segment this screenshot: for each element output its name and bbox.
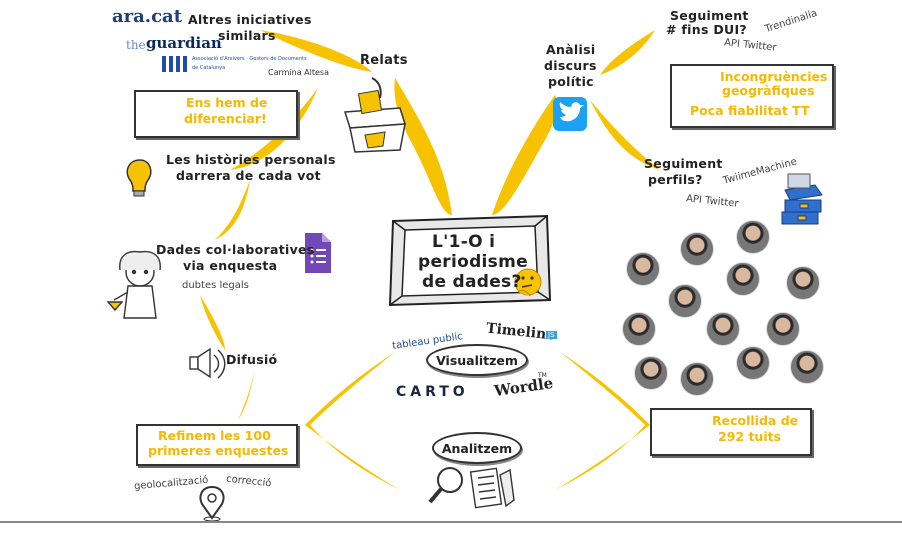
visualitzem-label: Visualitzem xyxy=(436,352,518,368)
analisi-line2: discurs xyxy=(544,58,597,73)
seguiment-dui-line2: # fins DUI? xyxy=(666,22,747,37)
incongruencies-line3: Poca fiabilitat TT xyxy=(690,103,810,118)
recollida-box xyxy=(650,408,812,456)
center-box xyxy=(388,214,552,307)
diferenciar-box xyxy=(134,90,298,138)
twitter-icon[interactable] xyxy=(553,97,587,131)
location-pin-icon xyxy=(199,485,225,522)
connector-swooshes xyxy=(200,30,660,490)
forms-icon[interactable] xyxy=(305,233,331,273)
profile-avatar[interactable] xyxy=(790,350,824,384)
histories-line1: Les històries personals xyxy=(166,152,336,167)
arxivers-logo-line1[interactable]: Associació d'Arxivers · Gestors de Docum… xyxy=(192,56,307,62)
guardian-logo-the[interactable]: the xyxy=(126,38,146,52)
seguiment-perfils-line2: perfils? xyxy=(648,172,703,187)
incongruencies-line2: geogràfiques xyxy=(722,83,815,98)
refinem-box xyxy=(136,424,298,466)
profile-avatar[interactable] xyxy=(680,232,714,266)
profile-avatar[interactable] xyxy=(668,284,702,318)
analisi-line1: Anàlisi xyxy=(546,42,596,57)
profile-avatar[interactable] xyxy=(726,262,760,296)
diferenciar-line2: diferenciar! xyxy=(184,111,267,126)
dubtes-label: dubtes legals xyxy=(182,280,249,291)
profile-avatar[interactable] xyxy=(766,312,800,346)
carto-logo[interactable]: CARTO xyxy=(396,384,469,400)
wordle-tm: TM xyxy=(538,372,547,379)
timeline-badge: JS xyxy=(546,331,557,339)
swoosh-left-difusio xyxy=(200,295,225,350)
swoosh-left-refinem xyxy=(238,370,255,420)
seguiment-dui-line1: Seguiment xyxy=(670,8,749,23)
aracat-logo[interactable]: ara.cat xyxy=(112,6,183,27)
swoosh-left-mid xyxy=(215,180,250,240)
profile-avatar[interactable] xyxy=(626,252,660,286)
swoosh-relats-center xyxy=(394,78,452,215)
profile-avatar[interactable] xyxy=(786,266,820,300)
magnifier-icon xyxy=(428,467,463,504)
chevron-left xyxy=(305,352,400,490)
analitzem-label: Analitzem xyxy=(441,440,513,456)
swoosh-analisi-center xyxy=(492,95,558,215)
bottom-divider xyxy=(0,521,902,523)
swoosh-top-right xyxy=(600,30,655,75)
visualitzem-oval: Visualitzem xyxy=(426,344,528,376)
lightbulb-icon xyxy=(126,159,152,197)
judge-icon xyxy=(106,250,161,319)
file-boxes-icon xyxy=(781,173,823,225)
profile-avatar[interactable] xyxy=(736,346,770,380)
analitzem-oval: Analitzem xyxy=(432,432,522,464)
refinem-line2: primeres enquestes xyxy=(148,443,289,458)
thinking-face-icon xyxy=(514,268,542,297)
recollida-line2: 292 tuits xyxy=(718,429,782,444)
ballot-box-icon xyxy=(344,77,406,153)
swoosh-top-left xyxy=(260,30,372,72)
carmina-label: Carmina Altesa xyxy=(268,68,329,77)
seguiment-perfils-line1: Seguiment xyxy=(644,156,723,171)
refinem-line1: Refinem les 100 xyxy=(158,428,271,443)
dades-line1: Dades col·laboratives xyxy=(156,242,315,257)
profile-avatar[interactable] xyxy=(634,356,668,390)
difusio-label: Difusió xyxy=(226,352,278,367)
profile-avatar[interactable] xyxy=(680,362,714,396)
arxivers-logo-icon xyxy=(162,56,187,72)
center-title-line3: de dades? xyxy=(422,272,522,292)
profile-avatar[interactable] xyxy=(706,312,740,346)
histories-line2: darrera de cada vot xyxy=(176,168,321,183)
center-title-line1: L'1-O i xyxy=(432,232,496,252)
center-title-line2: periodisme xyxy=(418,252,528,272)
diferenciar-line1: Ens hem de xyxy=(186,95,268,110)
arxivers-logo-line2[interactable]: de Catalunya xyxy=(192,65,226,71)
recollida-line1: Recollida de xyxy=(712,413,799,428)
altres-line1: Altres iniciatives xyxy=(188,12,312,27)
relats-label: Relats xyxy=(360,53,408,68)
notepad-icon xyxy=(469,467,515,509)
profile-avatar[interactable] xyxy=(622,312,656,346)
profile-avatar[interactable] xyxy=(736,220,770,254)
speaker-icon xyxy=(189,347,226,379)
incongruencies-box xyxy=(670,64,834,128)
analisi-line3: polític xyxy=(548,74,594,89)
altres-line2: similars xyxy=(218,28,276,43)
guardian-logo-name[interactable]: guardian xyxy=(146,34,222,52)
incongruencies-line1: Incongruències xyxy=(720,69,828,84)
dades-line2: via enquesta xyxy=(183,258,278,273)
